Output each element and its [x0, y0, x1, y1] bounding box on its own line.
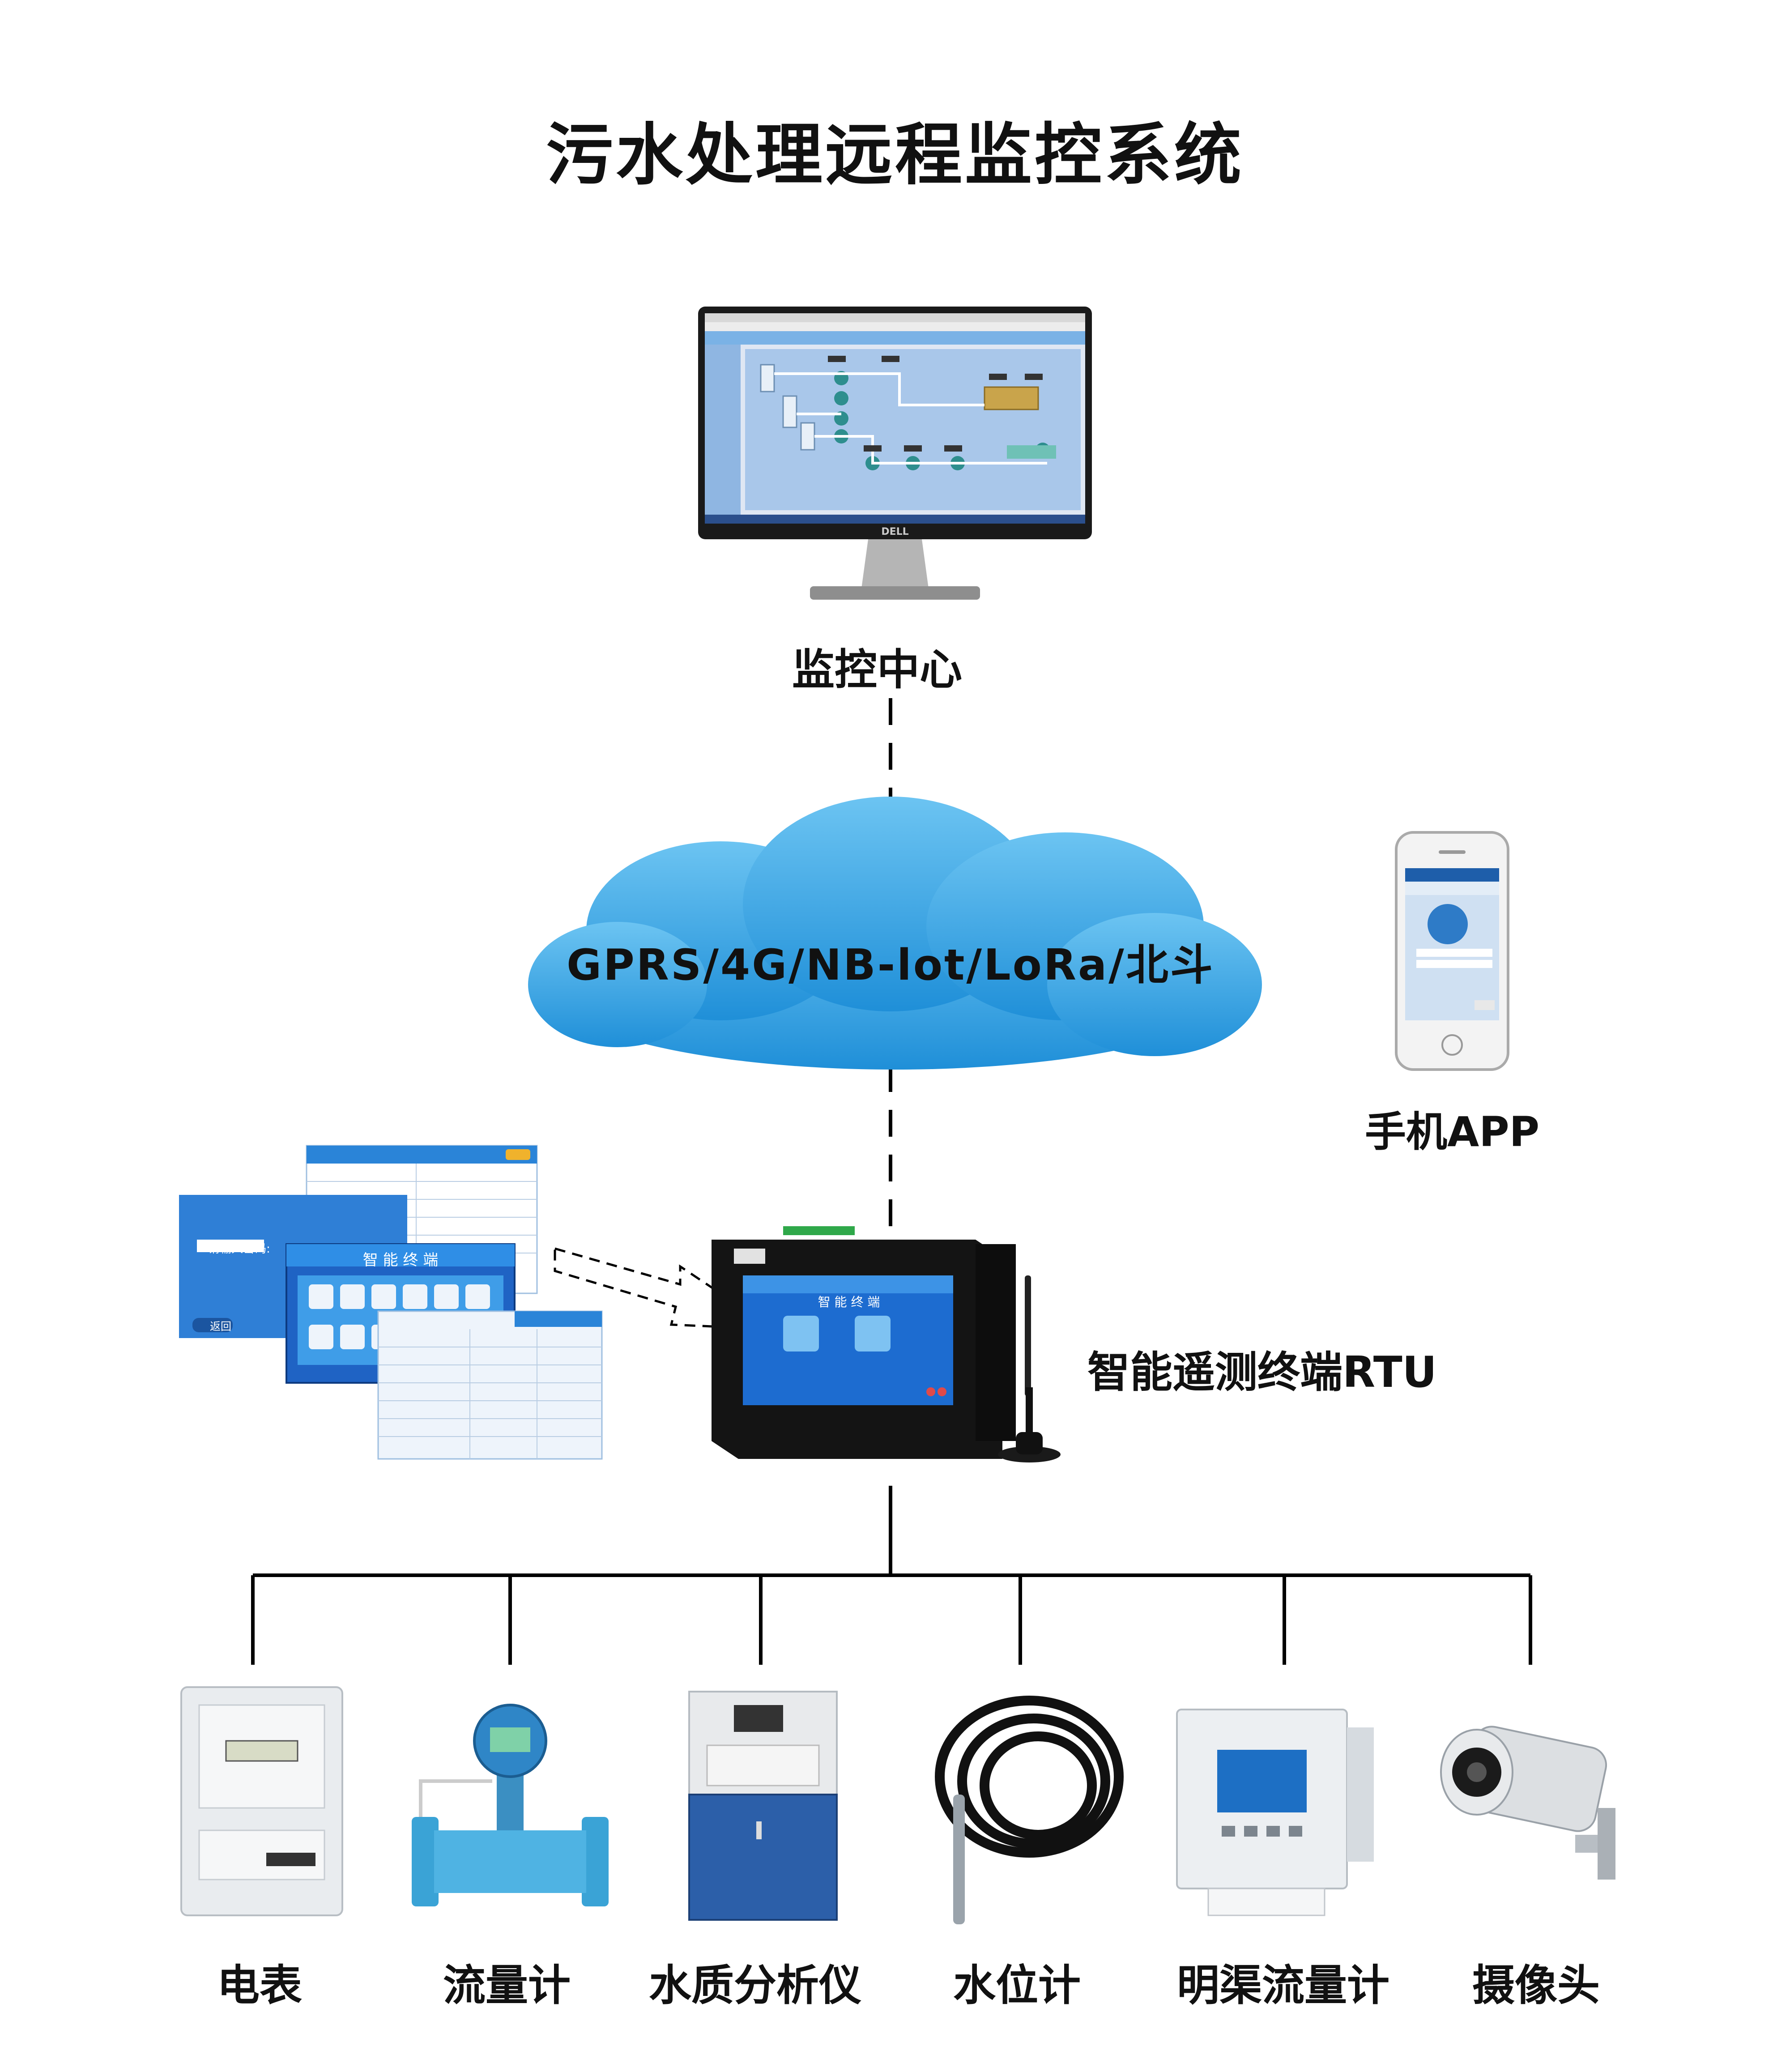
device-label: 明渠流量计 — [1177, 1961, 1390, 2010]
cloud — [528, 797, 1266, 1079]
electric-meter-icon — [177, 1683, 347, 1924]
rtu-screen-title: 智 能 终 端 — [818, 1295, 880, 1309]
rtu-device — [707, 1217, 1070, 1468]
water-quality-analyzer-icon — [680, 1687, 850, 1929]
back-button[interactable]: 返回 — [210, 1320, 231, 1333]
rtu-label: 智能遥测终端RTU — [1087, 1348, 1437, 1397]
menu-panel-title: 智 能 终 端 — [362, 1251, 439, 1269]
terminal-screens — [179, 1141, 626, 1463]
phone — [1394, 830, 1510, 1072]
rtu-screen — [743, 1275, 953, 1405]
monitor-base — [810, 586, 980, 600]
phone-label: 手机APP — [1365, 1108, 1540, 1156]
device-label: 流量计 — [443, 1961, 571, 2010]
device-label: 水位计 — [953, 1961, 1081, 2010]
login-prompt: 请输入密码: — [208, 1242, 270, 1256]
open-channel-flowmeter-icon — [1172, 1701, 1378, 1924]
device-label: 摄像头 — [1472, 1961, 1600, 2010]
monitor-stand — [861, 539, 929, 588]
monitor-sidebar — [705, 345, 741, 515]
device-label: 电表 — [217, 1961, 303, 2010]
device-label: 水质分析仪 — [649, 1961, 862, 2010]
monitor-label: 监控中心 — [792, 645, 963, 695]
monitor: DELL — [694, 302, 1096, 615]
flow-meter-icon — [403, 1696, 618, 1920]
page-title: 污水处理远程监控系统 — [546, 116, 1244, 194]
camera-icon — [1428, 1718, 1633, 1889]
network-label: GPRS/4G/NB-lot/LoRa/北斗 — [567, 941, 1215, 990]
water-level-sensor-icon — [922, 1692, 1132, 1933]
dell-logo: DELL — [881, 526, 908, 537]
